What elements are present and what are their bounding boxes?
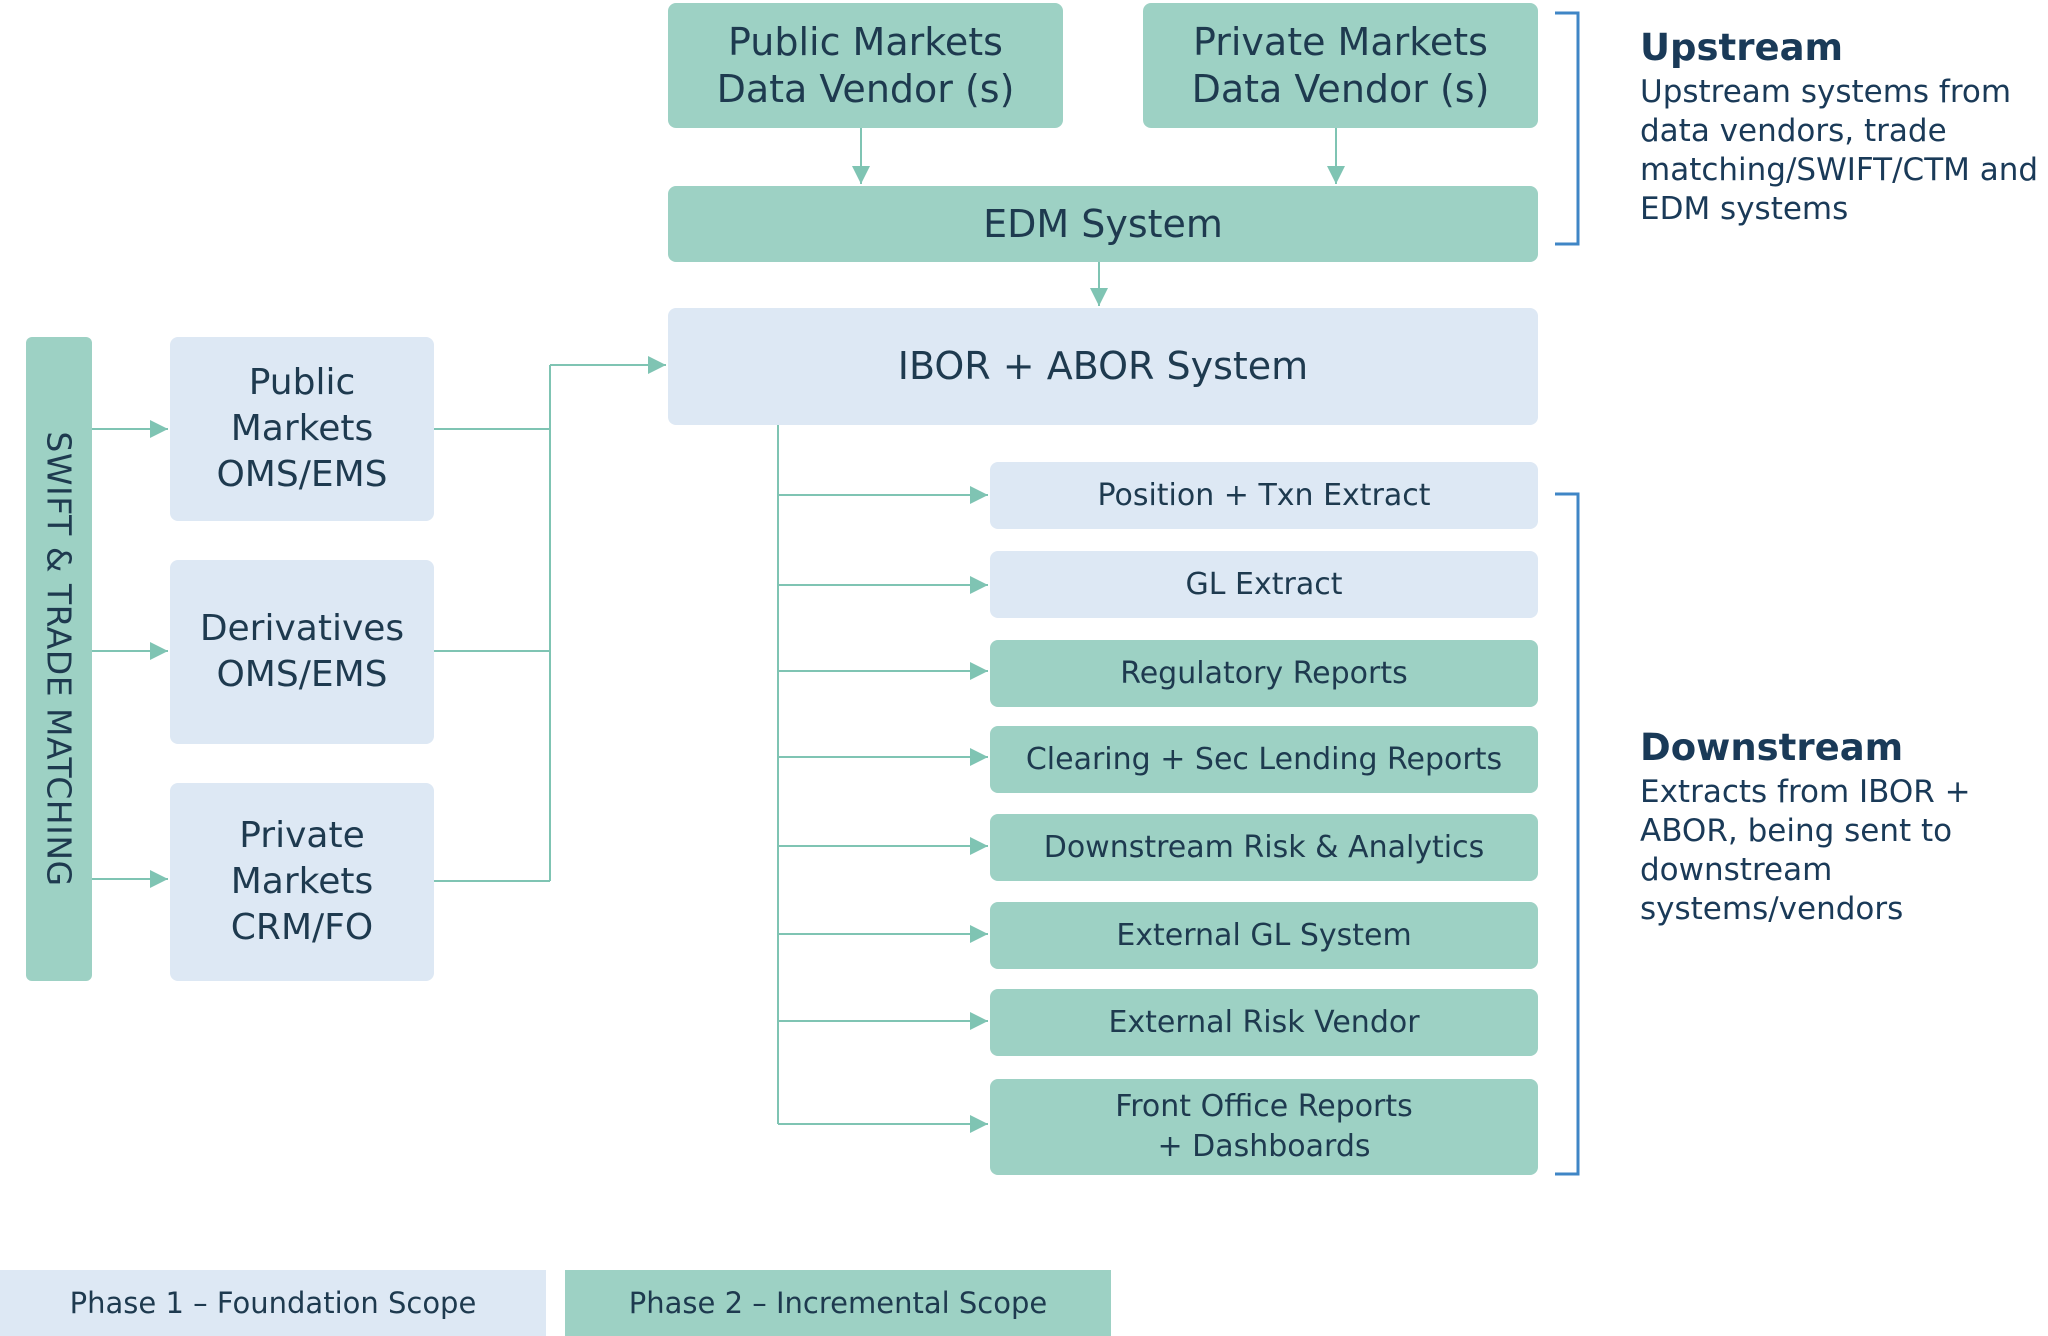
private-markets-crm-label: Private Markets CRM/FO (230, 815, 374, 948)
downstream-item-regulatory-reports: Regulatory Reports (990, 640, 1538, 707)
downstream-item-label: External GL System (1116, 917, 1412, 953)
downstream-item-label: Position + Txn Extract (1097, 477, 1431, 513)
private-markets-data-vendor-label: Private Markets Data Vendor (s) (1191, 19, 1490, 111)
legend-phase2: Phase 2 – Incremental Scope (565, 1270, 1111, 1336)
downstream-description: Extracts from IBOR + ABOR, being sent to… (1640, 774, 1971, 927)
derivatives-oms-box: Derivatives OMS/EMS (170, 560, 434, 744)
downstream-item-label: Front Office Reports + Dashboards (1115, 1089, 1413, 1164)
downstream-heading: Downstream (1640, 726, 1904, 769)
legend-phase1: Phase 1 – Foundation Scope (0, 1270, 546, 1336)
downstream-item-downstream-risk-analytics: Downstream Risk & Analytics (990, 814, 1538, 881)
public-markets-oms-label: Public Markets OMS/EMS (216, 362, 388, 495)
downstream-item-front-office-reports: Front Office Reports + Dashboards (990, 1079, 1538, 1175)
edm-system-label: EDM System (983, 201, 1223, 246)
legend-phase1-label: Phase 1 – Foundation Scope (69, 1286, 477, 1320)
downstream-item-label: Regulatory Reports (1120, 655, 1408, 691)
upstream-heading: Upstream (1640, 26, 1844, 69)
ibor-abor-system-box: IBOR + ABOR System (668, 308, 1538, 425)
upstream-bracket (1555, 11, 1580, 246)
downstream-item-gl-extract: GL Extract (990, 551, 1538, 618)
downstream-item-label: GL Extract (1185, 566, 1343, 602)
downstream-item-position-txn-extract: Position + Txn Extract (990, 462, 1538, 529)
upstream-description: Upstream systems from data vendors, trad… (1640, 74, 2039, 227)
legend-phase2-label: Phase 2 – Incremental Scope (628, 1286, 1048, 1320)
downstream-item-label: Clearing + Sec Lending Reports (1025, 741, 1503, 777)
downstream-bracket (1555, 492, 1580, 1176)
downstream-item-clearing-sec-lending-reports: Clearing + Sec Lending Reports (990, 726, 1538, 793)
ibor-abor-system-label: IBOR + ABOR System (897, 344, 1309, 388)
swift-trade-matching-bar: SWIFT & TRADE MATCHING (26, 337, 92, 981)
public-markets-oms-box: Public Markets OMS/EMS (170, 337, 434, 521)
public-markets-data-vendor-label: Public Markets Data Vendor (s) (716, 19, 1015, 111)
downstream-item-label: Downstream Risk & Analytics (1043, 829, 1485, 865)
downstream-item-external-gl-system: External GL System (990, 902, 1538, 969)
private-markets-data-vendor-box: Private Markets Data Vendor (s) (1143, 3, 1538, 128)
edm-system-box: EDM System (668, 186, 1538, 262)
swift-trade-matching-label: SWIFT & TRADE MATCHING (39, 431, 79, 887)
private-markets-crm-box: Private Markets CRM/FO (170, 783, 434, 981)
derivatives-oms-label: Derivatives OMS/EMS (199, 608, 405, 695)
public-markets-data-vendor-box: Public Markets Data Vendor (s) (668, 3, 1063, 128)
downstream-item-label: External Risk Vendor (1108, 1004, 1420, 1040)
downstream-item-external-risk-vendor: External Risk Vendor (990, 989, 1538, 1056)
